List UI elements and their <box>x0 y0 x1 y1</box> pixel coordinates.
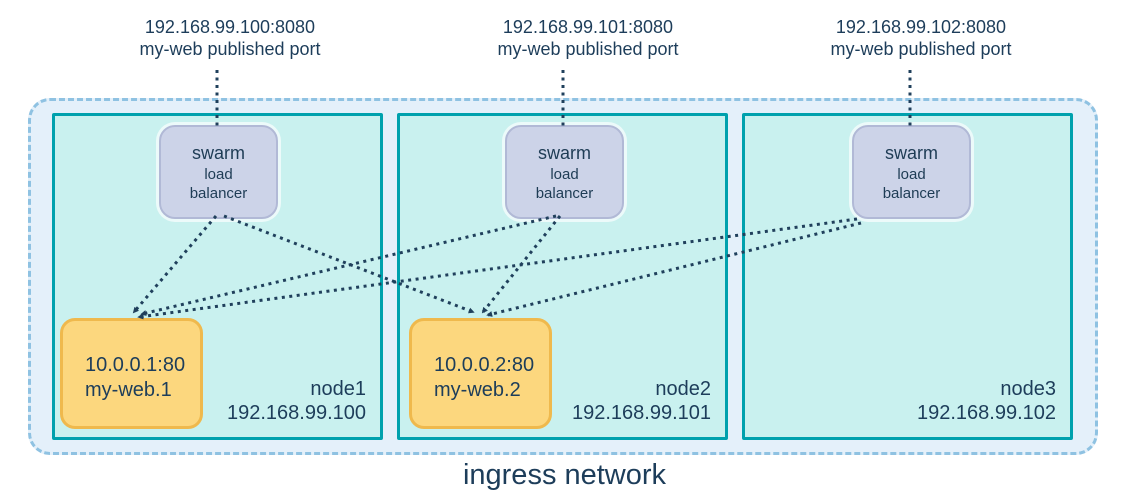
node3-swarm-load-balancer: swarm load balancer <box>852 125 971 219</box>
node-name: node3 <box>1000 378 1056 400</box>
node1-label: node1 192.168.99.100 <box>227 377 366 425</box>
node-ip: 192.168.99.102 <box>916 402 1056 424</box>
task-address: 10.0.0.2:80 <box>434 354 535 376</box>
published-port-label-node2: 192.168.99.101:8080 my-web published por… <box>438 16 738 60</box>
published-port-label-node1: 192.168.99.100:8080 my-web published por… <box>80 16 380 60</box>
lb-label: load <box>897 165 926 183</box>
task-address: 10.0.0.1:80 <box>85 354 186 376</box>
node1-swarm-load-balancer: swarm load balancer <box>159 125 278 219</box>
lb-label: balancer <box>882 184 941 202</box>
published-port-address: 192.168.99.100:8080 <box>144 17 316 37</box>
task-name: my-web.2 <box>434 379 521 401</box>
ingress-network-label: ingress network <box>462 459 667 491</box>
node3-label: node3 192.168.99.102 <box>917 377 1056 425</box>
node2-label: node2 192.168.99.101 <box>572 377 711 425</box>
task-my-web-1-box: 10.0.0.1:80 my-web.1 <box>60 318 203 429</box>
published-port-caption: my-web published port <box>139 39 321 59</box>
lb-label: swarm <box>885 142 938 163</box>
lb-label: swarm <box>192 142 245 163</box>
lb-label: load <box>204 165 233 183</box>
task-name: my-web.1 <box>85 379 172 401</box>
published-port-address: 192.168.99.101:8080 <box>502 17 674 37</box>
node-name: node1 <box>310 378 366 400</box>
lb-label: load <box>550 165 579 183</box>
node2-swarm-load-balancer: swarm load balancer <box>505 125 624 219</box>
node-name: node2 <box>655 378 711 400</box>
node-ip: 192.168.99.101 <box>571 402 711 424</box>
published-port-caption: my-web published port <box>830 39 1012 59</box>
lb-label: balancer <box>535 184 594 202</box>
task-my-web-2-box: 10.0.0.2:80 my-web.2 <box>409 318 552 429</box>
lb-label: balancer <box>189 184 248 202</box>
lb-label: swarm <box>538 142 591 163</box>
published-port-address: 192.168.99.102:8080 <box>835 17 1007 37</box>
node-ip: 192.168.99.100 <box>226 402 366 424</box>
published-port-label-node3: 192.168.99.102:8080 my-web published por… <box>771 16 1071 60</box>
published-port-caption: my-web published port <box>497 39 679 59</box>
